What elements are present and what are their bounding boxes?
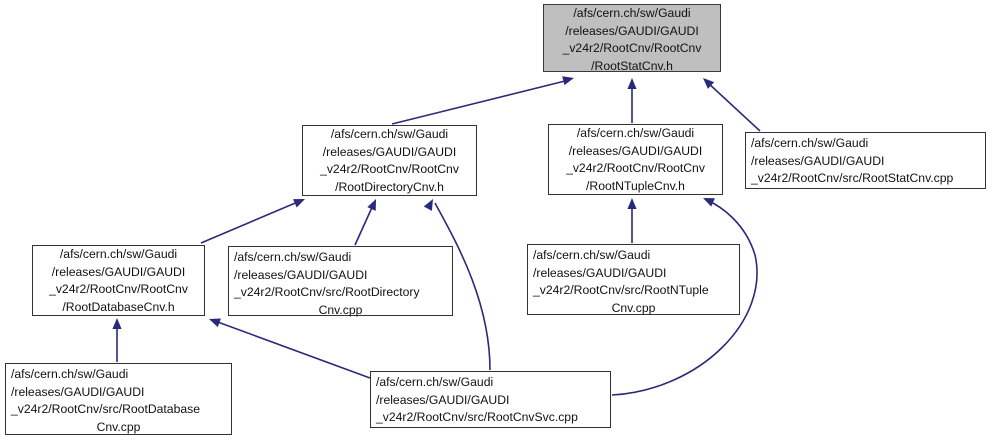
- edge-rootdirectorycnv-h-to-rootstatcnv-h: [391, 79, 570, 125]
- node-rootstatcnv-h[interactable]: /afs/cern.ch/sw/Gaudi /releases/GAUDI/GA…: [543, 4, 721, 73]
- edge-rootdatabasecnv-h-to-rootdirectorycnv-h-arrowhead: [293, 199, 305, 208]
- edge-rootdatabasecnv-cpp-to-rootdatabasecnv-h-arrowhead: [112, 318, 122, 329]
- edge-rootdirectorycnv-h-to-rootstatcnv-h-arrowhead: [562, 76, 574, 86]
- node-label-line: _v24r2/RootCnv/src/RootDirectory: [234, 285, 420, 300]
- edge-rootcnvsvc-cpp-to-rootntuplecnv-h-arrowhead: [703, 198, 715, 207]
- node-label-line: _v24r2/RootCnv/src/RootDatabase: [11, 402, 201, 417]
- node-label-line: /releases/GAUDI/GAUDI: [234, 267, 368, 282]
- node-rootstatcnv-cpp[interactable]: /afs/cern.ch/sw/Gaudi /releases/GAUDI/GA…: [745, 132, 986, 189]
- node-label-line: Cnv.cpp: [96, 419, 141, 434]
- edge-rootcnvsvc-cpp-to-rootdatabasecnv-h: [214, 320, 371, 379]
- edge-rootstatcnv-cpp-to-rootstatcnv-h-arrowhead: [703, 78, 715, 89]
- edge-rootntuplecnv-h-to-rootstatcnv-h-arrowhead: [627, 78, 637, 89]
- edge-rootdirectorycnv-cpp-to-rootdirectorycnv-h: [354, 202, 375, 246]
- edge-rootntuplecnv-cpp-to-rootntuplecnv-h-arrowhead: [627, 198, 637, 209]
- node-rootdatabasecnv-cpp[interactable]: /afs/cern.ch/sw/Gaudi/releases/GAUDI/GAU…: [5, 363, 232, 435]
- node-label-line: /releases/GAUDI/GAUDI: [533, 265, 667, 280]
- node-label-line: Cnv.cpp: [318, 302, 363, 317]
- node-rootdatabasecnv-h[interactable]: /afs/cern.ch/sw/Gaudi /releases/GAUDI/GA…: [32, 245, 205, 316]
- node-rootntuplecnv-cpp[interactable]: /afs/cern.ch/sw/Gaudi/releases/GAUDI/GAU…: [527, 244, 740, 315]
- node-label-line: _v24r2/RootCnv/src/RootNTuple: [533, 283, 709, 298]
- edge-rootcnvsvc-cpp-to-rootdirectorycnv-h-arrowhead: [423, 199, 433, 211]
- node-label-line: /releases/GAUDI/GAUDI: [11, 384, 145, 399]
- edge-rootcnvsvc-cpp-to-rootdatabasecnv-h-arrowhead: [209, 318, 221, 328]
- node-rootcnvsvc-cpp[interactable]: /afs/cern.ch/sw/Gaudi /releases/GAUDI/GA…: [370, 371, 611, 428]
- node-rootntuplecnv-h[interactable]: /afs/cern.ch/sw/Gaudi /releases/GAUDI/GA…: [548, 124, 723, 195]
- node-label-line: /afs/cern.ch/sw/Gaudi: [533, 248, 651, 262]
- node-rootdirectorycnv-h[interactable]: /afs/cern.ch/sw/Gaudi /releases/GAUDI/GA…: [302, 125, 477, 196]
- edge-rootdatabasecnv-h-to-rootdirectorycnv-h: [200, 200, 301, 244]
- node-label-line: Cnv.cpp: [611, 300, 656, 315]
- node-rootdirectorycnv-cpp[interactable]: /afs/cern.ch/sw/Gaudi/releases/GAUDI/GAU…: [228, 246, 453, 317]
- node-label-line: /afs/cern.ch/sw/Gaudi: [11, 367, 129, 381]
- node-label-line: /afs/cern.ch/sw/Gaudi: [234, 250, 352, 264]
- edge-rootdirectorycnv-cpp-to-rootdirectorycnv-h-arrowhead: [367, 199, 376, 211]
